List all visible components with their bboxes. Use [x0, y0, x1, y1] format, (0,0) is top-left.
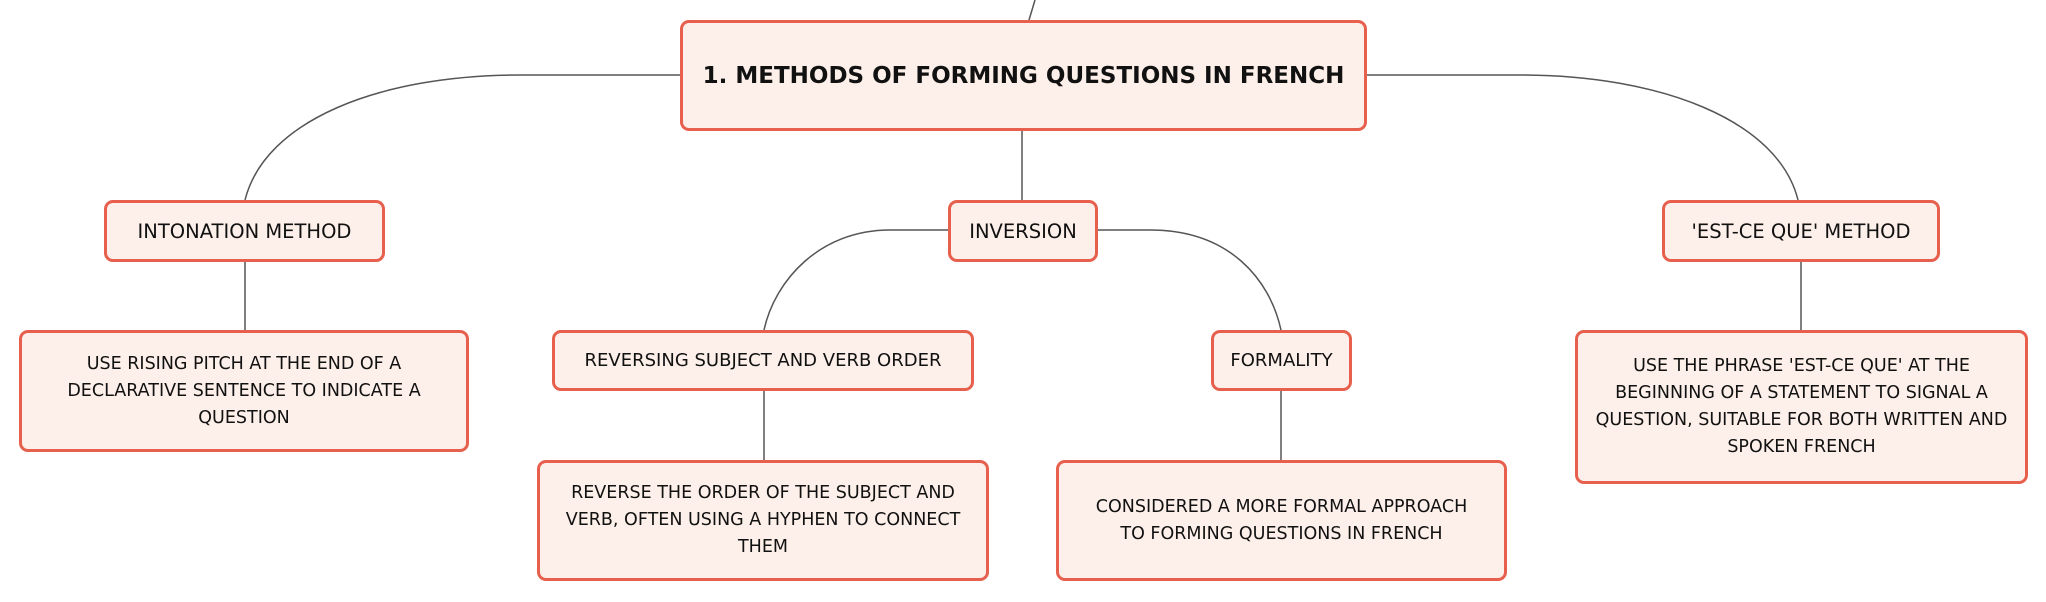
- intonation-method-node[interactable]: INTONATION METHOD: [104, 200, 385, 262]
- formality-detail-node[interactable]: CONSIDERED A MORE FORMAL APPROACH TO FOR…: [1056, 460, 1507, 581]
- est-ce-que-detail-text: USE THE PHRASE 'EST-CE QUE' AT THE BEGIN…: [1595, 356, 2008, 457]
- est-ce-que-method-label: 'EST-CE QUE' METHOD: [1691, 219, 1911, 243]
- est-ce-que-detail-node[interactable]: USE THE PHRASE 'EST-CE QUE' AT THE BEGIN…: [1575, 330, 2028, 484]
- intonation-method-label: INTONATION METHOD: [137, 219, 352, 243]
- intonation-detail-text: USE RISING PITCH AT THE END OF A DECLARA…: [67, 353, 421, 428]
- intonation-detail-node[interactable]: USE RISING PITCH AT THE END OF A DECLARA…: [19, 330, 469, 452]
- reversing-detail-node[interactable]: REVERSE THE ORDER OF THE SUBJECT AND VER…: [537, 460, 989, 581]
- main-topic-node[interactable]: 1. METHODS OF FORMING QUESTIONS IN FRENC…: [680, 20, 1367, 131]
- reversing-subject-verb-node[interactable]: REVERSING SUBJECT AND VERB ORDER: [552, 330, 974, 391]
- incoming-connector: [1028, 0, 1036, 21]
- inversion-label: INVERSION: [969, 219, 1077, 243]
- formality-node[interactable]: FORMALITY: [1211, 330, 1352, 391]
- connector-main-to-intonation: [244, 74, 680, 201]
- connector-main-to-est-ce-que: [1367, 74, 1799, 201]
- inversion-node[interactable]: INVERSION: [948, 200, 1098, 262]
- connector-inversion-to-formality: [1098, 229, 1282, 331]
- formality-label: FORMALITY: [1230, 350, 1333, 371]
- reversing-detail-text: REVERSE THE ORDER OF THE SUBJECT AND VER…: [565, 483, 961, 557]
- main-topic-label: 1. METHODS OF FORMING QUESTIONS IN FRENC…: [702, 62, 1345, 89]
- reversing-subject-verb-label: REVERSING SUBJECT AND VERB ORDER: [584, 350, 942, 371]
- est-ce-que-method-node[interactable]: 'EST-CE QUE' METHOD: [1662, 200, 1940, 262]
- formality-detail-text: CONSIDERED A MORE FORMAL APPROACH TO FOR…: [1095, 496, 1468, 544]
- connector-inversion-to-reversing: [763, 229, 948, 331]
